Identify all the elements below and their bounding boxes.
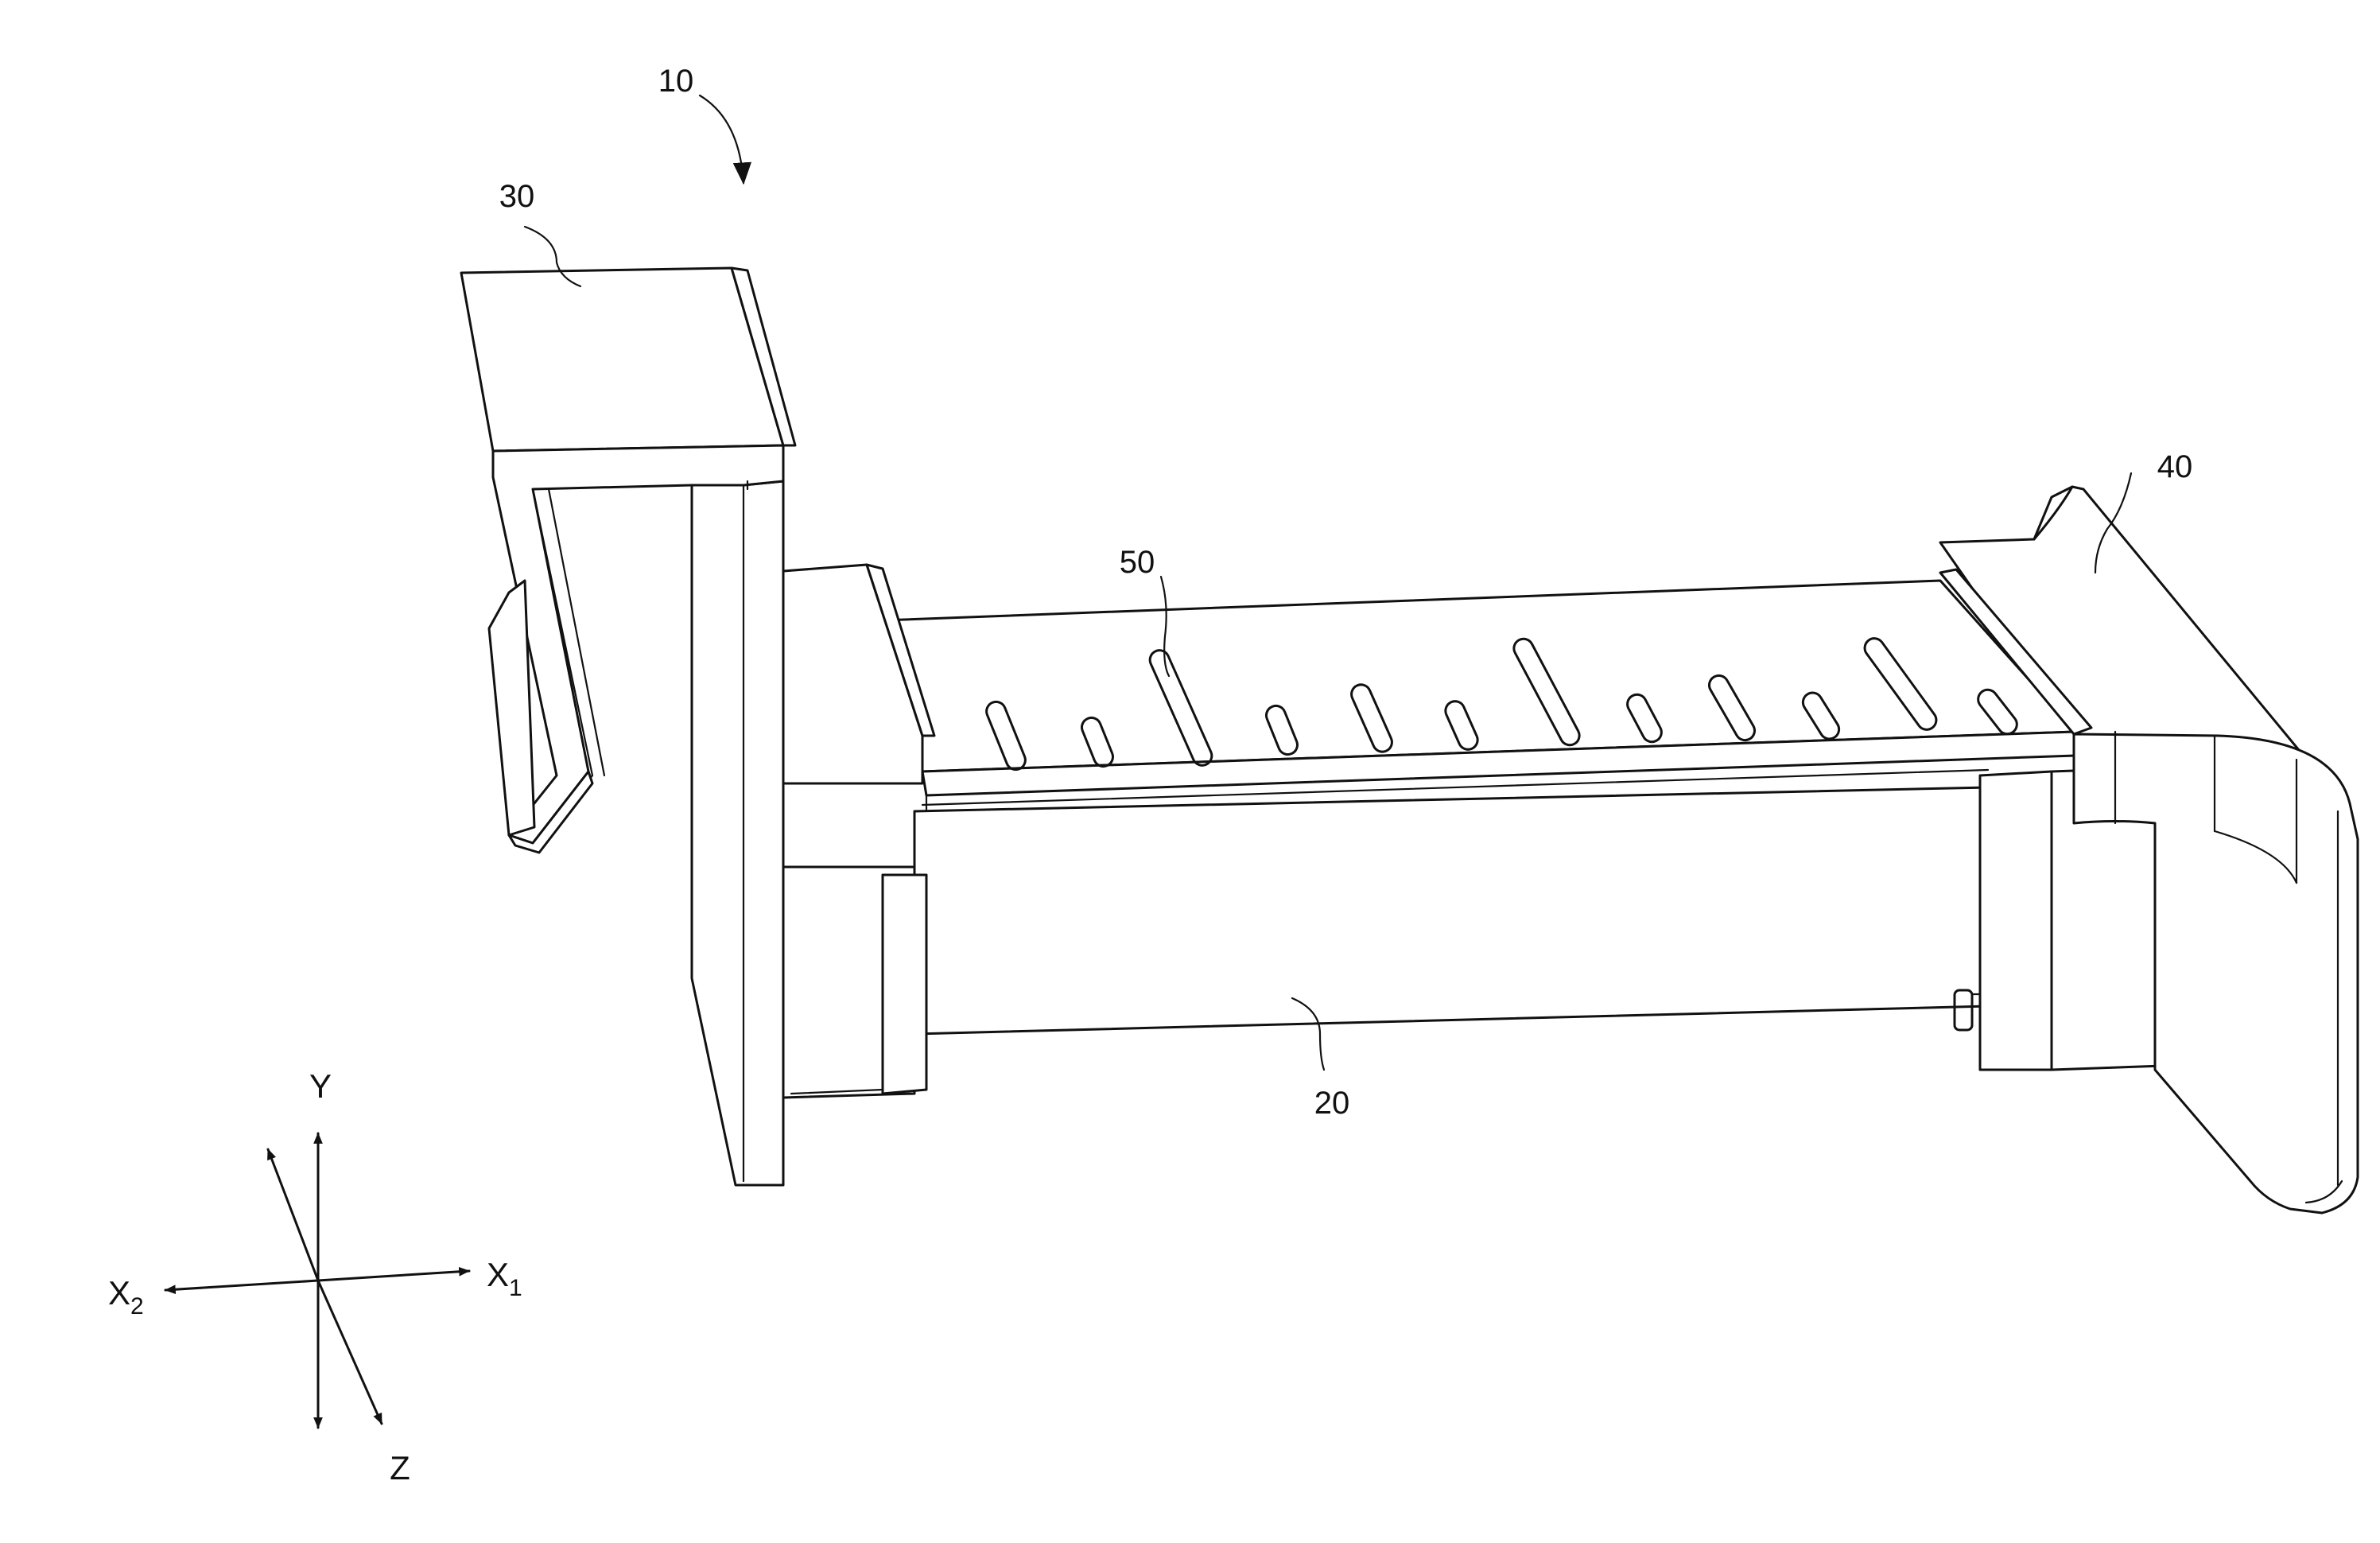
label-30: 30 bbox=[499, 179, 535, 214]
leader-10 bbox=[700, 95, 744, 183]
axis-x2 bbox=[165, 1281, 318, 1290]
axis-label-x1-main: X bbox=[487, 1256, 509, 1293]
axis-label-y: Y bbox=[309, 1067, 332, 1105]
hook-assembly bbox=[461, 268, 795, 1185]
end-cap bbox=[1940, 487, 2358, 1213]
axis-label-x1-sub: 1 bbox=[509, 1275, 522, 1301]
axis-label-x1: X1 bbox=[487, 1256, 522, 1301]
main-body-bar bbox=[883, 581, 2075, 1034]
label-40: 40 bbox=[2157, 449, 2193, 484]
label-50: 50 bbox=[1120, 545, 1155, 580]
label-10: 10 bbox=[658, 64, 694, 99]
axis-label-x2: X2 bbox=[108, 1274, 144, 1320]
coordinate-axes: Y Z X1 X2 bbox=[108, 1067, 522, 1487]
axis-x1 bbox=[318, 1271, 469, 1281]
axis-label-x2-sub: 2 bbox=[130, 1293, 144, 1320]
axis-label-z: Z bbox=[390, 1449, 410, 1487]
axis-z-back bbox=[268, 1149, 318, 1281]
label-20: 20 bbox=[1314, 1086, 1350, 1121]
axis-label-x2-main: X bbox=[108, 1274, 130, 1312]
axis-z-front bbox=[318, 1281, 382, 1424]
